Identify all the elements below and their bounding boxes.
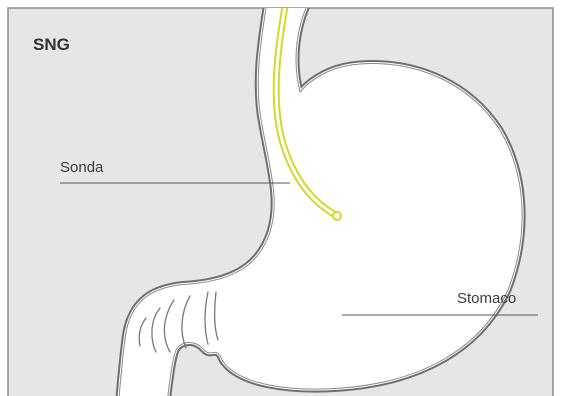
stomach-label: Stomaco	[457, 290, 516, 307]
diagram-title: SNG	[33, 35, 70, 55]
probe-label: Sonda	[60, 159, 103, 176]
